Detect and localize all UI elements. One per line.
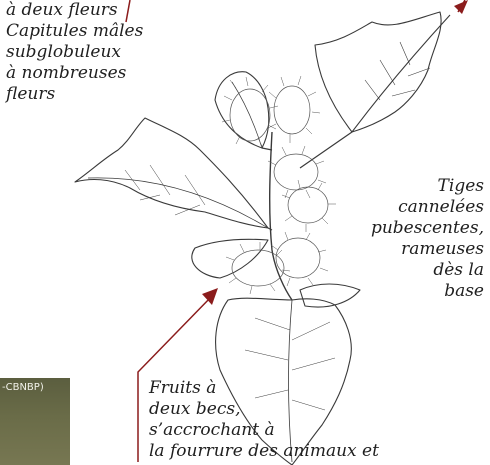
photo-credit: -CBNBP) bbox=[2, 382, 44, 393]
leaf-left bbox=[75, 118, 268, 228]
leaf-upper-left bbox=[215, 72, 269, 148]
label-stems: Tiges cannelées pubescentes, rameuses dè… bbox=[371, 176, 484, 302]
main-stem bbox=[270, 132, 292, 300]
arrowhead-top-right bbox=[454, 0, 468, 14]
spiny-fruits bbox=[222, 76, 336, 294]
label-fruits: Fruits à deux becs, s’accrochant à la fo… bbox=[149, 378, 379, 462]
leaf-lower-right bbox=[300, 284, 360, 307]
photo-thumbnail: -CBNBP) bbox=[0, 378, 70, 465]
label-male-capitula: à deux fleurs Capitules mâles subglobule… bbox=[6, 0, 143, 105]
arrowhead-bottom bbox=[202, 288, 218, 305]
leaf-upper-right bbox=[315, 12, 441, 132]
